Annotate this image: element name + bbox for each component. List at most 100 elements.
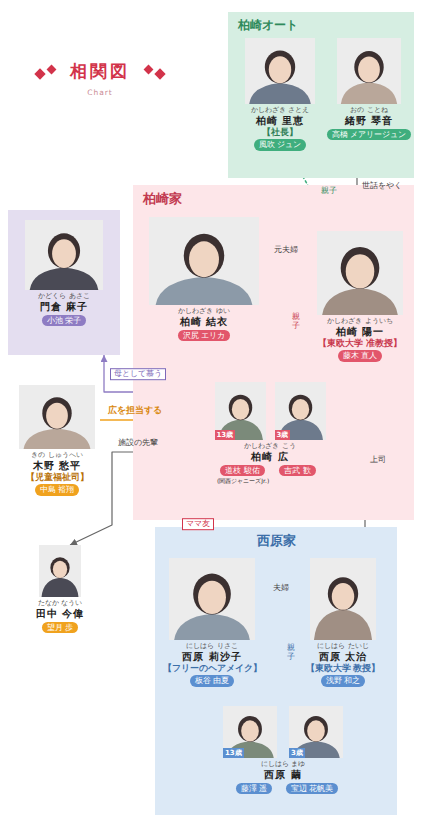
actor-column: 吉武 歓 — [272, 463, 323, 485]
portrait-photo: 13歳 — [223, 706, 277, 758]
portrait-hair — [354, 51, 383, 83]
portrait-body — [341, 82, 397, 104]
actor-column: 道枝 駿佑(関西ジャニーズJr.) — [217, 463, 268, 485]
character-card: かしわざき ゆい柏崎 結衣沢尻 エリカ — [148, 217, 260, 341]
character-role: 【児童福祉司】 — [26, 472, 89, 482]
actor-name: 風吹 ジュン — [254, 139, 307, 151]
actor-name: 道枝 駿佑 — [220, 465, 265, 477]
portrait-face — [241, 720, 259, 741]
portrait-body — [42, 578, 79, 597]
age-badge: 3歳 — [289, 748, 305, 758]
portrait-photo — [317, 231, 403, 315]
name-reading: かしわざき よういち — [327, 318, 392, 326]
age-badge: 3歳 — [275, 430, 291, 440]
portrait-hair — [42, 397, 71, 429]
actor-name: 望月 歩 — [42, 622, 79, 634]
portrait-row: 13歳 3歳 — [212, 382, 328, 440]
character-card: おの ことね緒野 琴音高橋 メアリージュン — [324, 38, 415, 140]
actor-name: 板谷 由夏 — [190, 675, 235, 687]
portrait-silhouette — [19, 385, 95, 449]
portrait-hair — [50, 557, 69, 578]
portrait-photo — [25, 220, 103, 290]
character-name: 西原 繭 — [264, 769, 301, 781]
character-name: 西原 莉沙子 — [182, 651, 241, 663]
character-name: 西原 太治 — [319, 651, 367, 663]
portrait-hair — [341, 247, 380, 289]
actor-name: 宝辺 花帆美 — [286, 783, 339, 795]
portrait-photo — [310, 558, 376, 640]
portrait-photo — [169, 558, 255, 640]
character-card: 13歳3歳にしはら まゆ西原 繭藤澤 遥宝辺 花帆美 — [219, 706, 347, 794]
name-reading: かどくら あさこ — [38, 293, 89, 301]
character-card: かしわざき よういち柏崎 陽一【東欧大学 准教授】藤木 直人 — [312, 231, 408, 362]
portrait-body — [174, 614, 250, 640]
character-card: 13歳 3歳かしわざき こう柏崎 広道枝 駿佑(関西ジャニーズJr.) 吉武 歓 — [212, 382, 328, 485]
name-reading: おの ことね — [350, 107, 387, 115]
portrait-hair — [288, 395, 311, 421]
portrait-photo: 3歳 — [289, 706, 343, 758]
portrait-photo — [337, 38, 401, 104]
portrait-silhouette — [245, 38, 315, 104]
character-card: きの しゅうへい木野 愁平【児童福祉司】中島 裕翔 — [14, 385, 100, 496]
character-name: 田中 今偉 — [36, 608, 84, 620]
portrait-photo — [19, 385, 95, 449]
name-reading: にしはら たいじ — [317, 643, 368, 651]
portrait-silhouette — [310, 558, 376, 640]
name-reading: かしわざき ゆい — [178, 308, 229, 316]
group-heading: 柏崎オート — [238, 18, 298, 32]
portrait-body — [322, 288, 398, 315]
character-role: 【東欧大学 准教授】 — [318, 338, 402, 348]
portrait-face — [198, 581, 226, 614]
chart-title: 相関図 — [70, 60, 130, 83]
character-name: 柏崎 陽一 — [336, 326, 384, 338]
portrait-hair — [228, 395, 251, 421]
character-name: 柏崎 広 — [251, 451, 288, 463]
character-name: 門倉 麻子 — [40, 301, 88, 313]
portrait-hair — [328, 577, 358, 610]
portrait-body — [24, 429, 91, 449]
actor-row: 藤澤 遥宝辺 花帆美 — [219, 781, 347, 795]
character-card: たなか なうい田中 今偉望月 歩 — [25, 545, 95, 633]
portrait-silhouette — [149, 217, 259, 305]
portrait-face — [358, 57, 380, 83]
diamond — [154, 68, 165, 79]
group-panel: 柏崎オートかしわざき さとえ柏崎 里恵【社長】風吹 ジュンおの ことね緒野 琴音… — [228, 12, 414, 178]
age-badge: 13歳 — [215, 430, 236, 440]
portrait-silhouette — [25, 220, 103, 290]
portrait-photo — [245, 38, 315, 104]
portrait-face — [46, 403, 68, 429]
portrait-photo: 13歳 — [215, 382, 266, 440]
portrait-face — [291, 399, 308, 420]
name-reading: にしはら りさこ — [186, 643, 237, 651]
name-reading: きの しゅうへい — [31, 452, 82, 460]
actor-name: 藤木 直人 — [338, 350, 383, 362]
portrait-silhouette — [337, 38, 401, 104]
diamond — [47, 65, 57, 75]
portrait-photo — [149, 217, 259, 305]
actor-name: 吉武 歓 — [279, 465, 316, 477]
portrait-face — [346, 254, 375, 288]
character-card: にしはら りさこ西原 莉沙子【フリーのヘアメイク】板谷 由夏 — [160, 558, 265, 687]
character-card: かしわざき さとえ柏崎 里恵【社長】風吹 ジュン — [238, 38, 322, 151]
portrait-body — [30, 268, 99, 290]
portrait-hair — [304, 716, 328, 742]
diamond — [34, 68, 45, 79]
name-reading: かしわざき さとえ — [251, 107, 309, 115]
portrait-face — [53, 561, 67, 578]
character-role: 【社長】 — [262, 127, 298, 137]
group-panel: 西原家にしはら りさこ西原 莉沙子【フリーのヘアメイク】板谷 由夏にしはら たい… — [155, 527, 397, 815]
diamond — [144, 65, 154, 75]
character-role: 【東欧大学 教授】 — [306, 663, 381, 673]
group-heading: 西原家 — [257, 533, 296, 549]
character-card: にしはら たいじ西原 太治【東欧大学 教授】浅野 和之 — [298, 558, 388, 687]
actor-column: 宝辺 花帆美 — [285, 781, 339, 795]
portrait-hair — [48, 233, 80, 268]
portrait-hair — [238, 716, 262, 742]
actor-name: 浅野 和之 — [321, 675, 366, 687]
actor-name: 沢尻 エリカ — [178, 330, 231, 342]
portrait-face — [189, 241, 219, 277]
portrait-body — [249, 83, 311, 104]
name-reading: かしわざき こう — [244, 443, 295, 451]
character-name: 柏崎 里恵 — [256, 115, 304, 127]
portrait-hair — [184, 234, 224, 278]
